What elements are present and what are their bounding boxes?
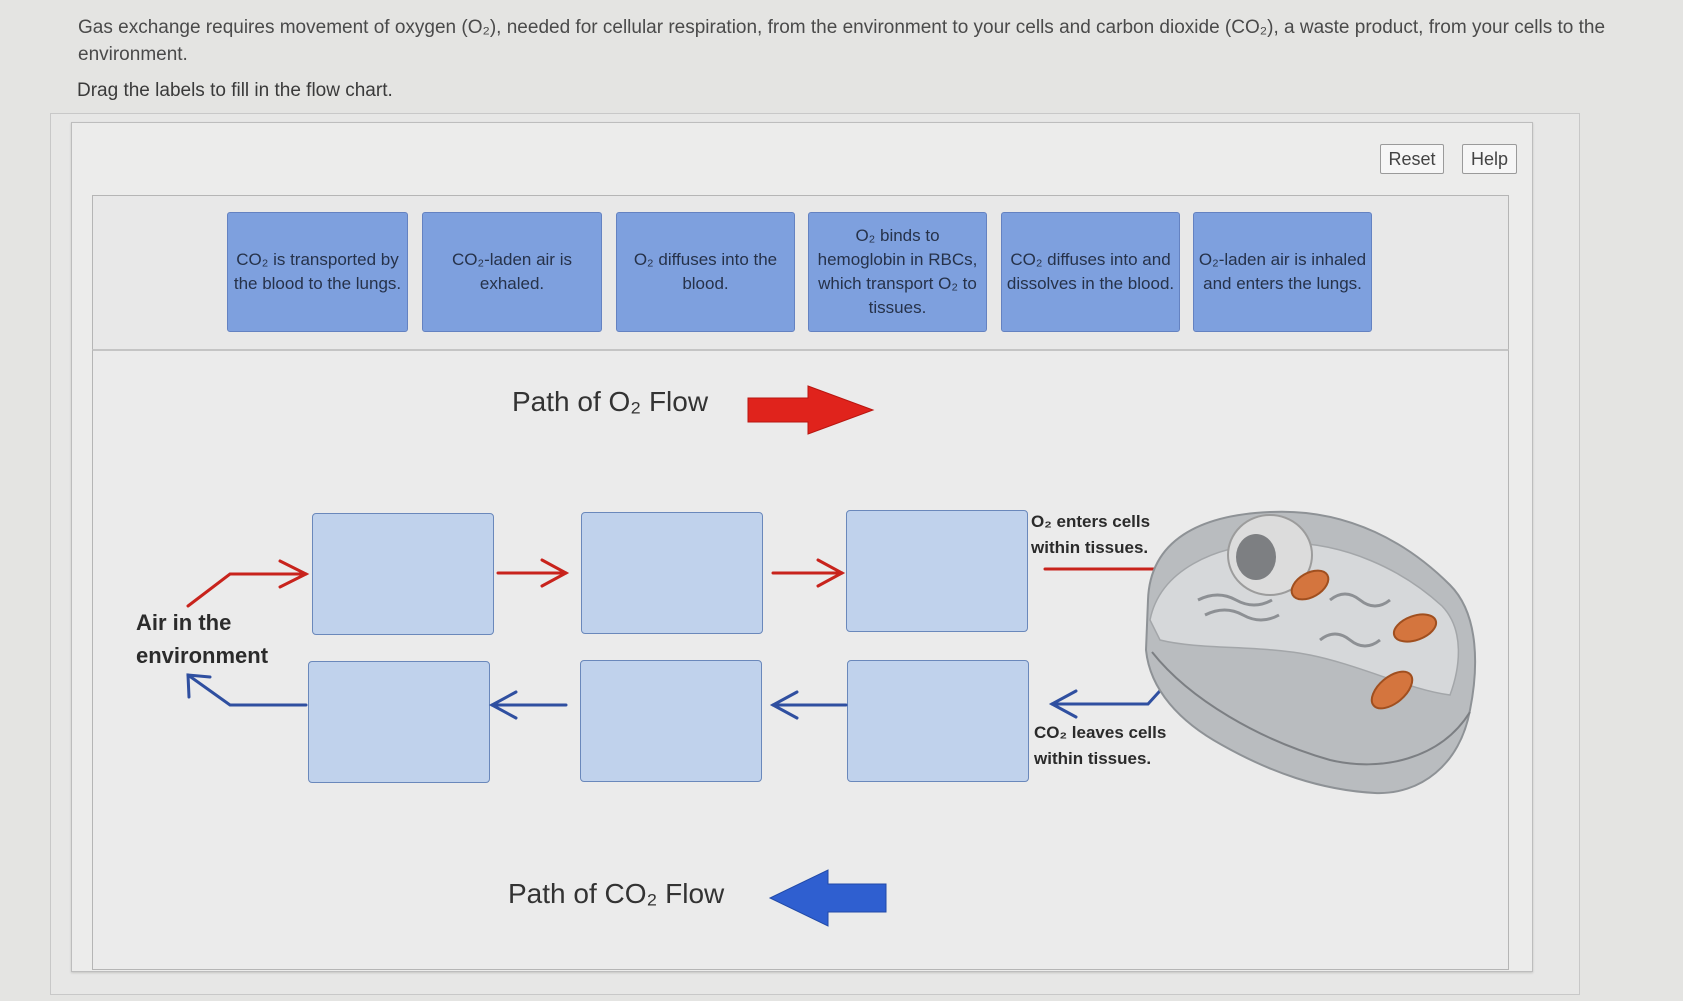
o2-step-arrow-icon [496, 558, 846, 588]
question-instruction: Drag the labels to fill in the flow char… [77, 80, 393, 101]
label-co2-transported[interactable]: CO₂ is transported by the blood to the l… [227, 212, 408, 332]
drop-target-o2-3[interactable] [846, 510, 1028, 632]
o2-flow-arrow-icon [747, 385, 875, 435]
label-co2-diffuses[interactable]: CO₂ diffuses into and dissolves in the b… [1001, 212, 1180, 332]
label-o2-inhaled[interactable]: O₂-laden air is inhaled and enters the l… [1193, 212, 1372, 332]
o2-path-title: Path of O₂ Flow [512, 386, 709, 417]
exhale-arrow-icon [186, 673, 308, 707]
label-o2-binds-hemoglobin[interactable]: O₂ binds to hemoglobin in RBCs, which tr… [808, 212, 987, 332]
cell-illustration-icon [1144, 510, 1477, 795]
help-button[interactable]: Help [1462, 144, 1517, 174]
co2-flow-arrow-icon [768, 869, 887, 927]
label-co2-exhaled[interactable]: CO₂-laden air is exhaled. [422, 212, 602, 332]
reset-button[interactable]: Reset [1380, 144, 1444, 174]
o2-enters-cells-label: O₂ enters cells within tissues. [1031, 512, 1151, 557]
question-intro: Gas exchange requires movement of oxygen… [78, 17, 1606, 65]
co2-leaves-cells-label: CO₂ leaves cells within tissues. [1034, 723, 1167, 768]
co2-path-title: Path of CO₂ Flow [508, 878, 725, 909]
drop-target-o2-1[interactable] [312, 513, 494, 635]
drop-target-co2-2[interactable] [580, 660, 762, 782]
drop-target-co2-3[interactable] [847, 660, 1029, 782]
drop-target-o2-2[interactable] [581, 512, 763, 634]
drop-target-co2-1[interactable] [308, 661, 490, 783]
co2-step-arrow-icon [488, 690, 848, 720]
label-o2-diffuses[interactable]: O₂ diffuses into the blood. [616, 212, 795, 332]
environment-label: Air in the environment [136, 610, 269, 668]
inhale-arrow-icon [186, 559, 310, 608]
